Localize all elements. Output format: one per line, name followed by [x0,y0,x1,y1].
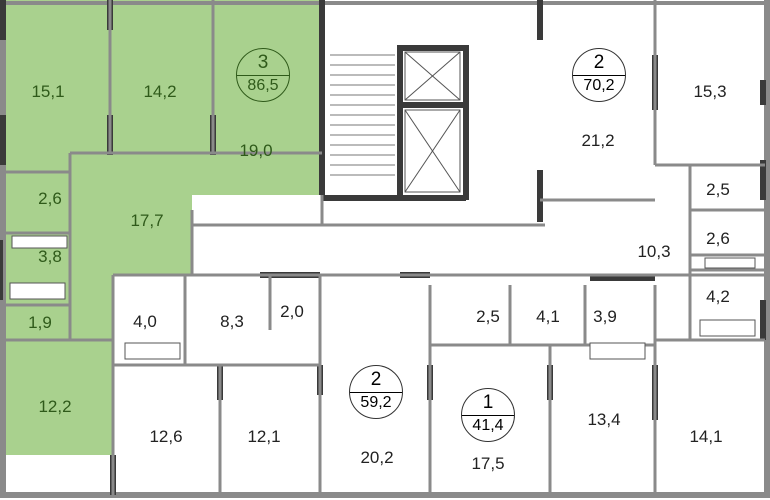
room-area-label: 21,2 [581,131,615,150]
apartment-area: 41,4 [472,417,504,434]
room-area-label: 2,6 [38,189,62,208]
room-area-label: 17,7 [130,211,164,230]
apartment-area: 86,5 [247,77,279,94]
elevator-shafts [404,51,461,193]
room-area-label: 15,3 [693,82,727,101]
room-area-label: 20,2 [360,448,394,467]
room-area-label: 10,3 [637,242,671,261]
room-count: 2 [573,51,625,76]
room-area-label: 14,1 [689,427,723,446]
room-area-label: 1,9 [28,313,52,332]
apartment-area: 59,2 [360,394,392,411]
apartment-badge-2a[interactable]: 2 70,2 [572,48,626,102]
room-area-label: 4,2 [706,287,730,306]
apartment-badge-1[interactable]: 1 41,4 [461,388,515,442]
room-count: 3 [237,51,289,76]
room-area-label: 2,5 [476,307,500,326]
room-area-label: 4,1 [536,307,560,326]
room-area-label: 19,0 [239,141,273,160]
room-area-label: 12,1 [247,427,281,446]
room-area-label: 8,3 [220,312,244,331]
room-area-label: 12,2 [38,397,72,416]
room-area-label: 3,9 [593,307,617,326]
staircase [330,54,395,176]
room-area-label: 2,6 [706,229,730,248]
apartment-badge-3[interactable]: 3 86,5 [236,48,290,102]
room-count: 1 [462,391,514,416]
room-area-label: 3,8 [38,247,62,266]
apartment-area: 70,2 [583,77,615,94]
room-area-label: 15,1 [31,82,65,101]
bathtubs [9,235,756,360]
room-area-label: 2,5 [706,180,730,199]
room-area-label: 4,0 [133,312,157,331]
room-area-label: 14,2 [143,82,177,101]
apartment-badge-2b[interactable]: 2 59,2 [349,365,403,419]
room-area-label: 13,4 [587,410,621,429]
room-count: 2 [350,368,402,393]
room-area-label: 12,6 [149,427,183,446]
room-area-label: 2,0 [280,302,304,321]
room-area-label: 17,5 [471,454,505,473]
